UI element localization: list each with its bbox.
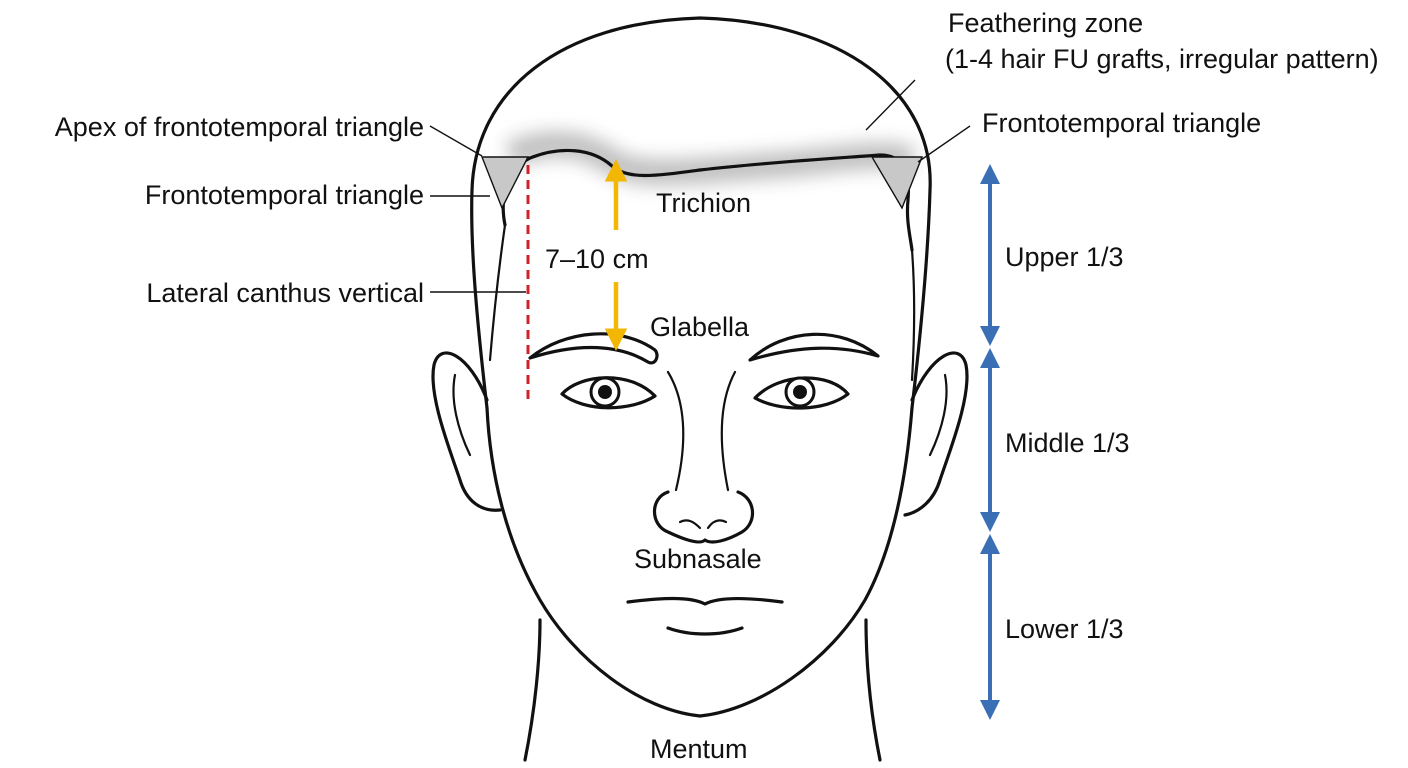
nose-bridge-left xyxy=(666,370,685,492)
right-eyebrow xyxy=(748,332,880,362)
neck-right xyxy=(864,618,882,762)
feathering-zone-label: Feathering zone xyxy=(948,8,1143,38)
lateral-canthus-label: Lateral canthus vertical xyxy=(146,278,424,308)
glabella-label: Glabella xyxy=(650,312,750,342)
right-pupil xyxy=(793,385,807,399)
frontotemporal-right-label: Frontotemporal triangle xyxy=(982,108,1261,138)
trichion-label: Trichion xyxy=(656,188,751,218)
nose-tip xyxy=(653,490,754,544)
mouth xyxy=(626,596,784,606)
mentum-label: Mentum xyxy=(650,734,748,764)
apex-frontotemporal-label: Apex of frontotemporal triangle xyxy=(55,112,424,142)
nostril-right xyxy=(706,519,728,530)
nostril-left xyxy=(678,519,702,530)
left-ear xyxy=(431,351,502,512)
subnasale-label: Subnasale xyxy=(634,544,762,574)
frontotemporal-triangle-right xyxy=(870,156,924,210)
right-eye xyxy=(753,376,850,410)
frontotemporal-triangle-left xyxy=(480,156,530,210)
leader-feathering xyxy=(865,79,916,131)
leader-apex xyxy=(429,125,483,157)
face-outline xyxy=(485,406,914,718)
left-eyebrow xyxy=(528,332,659,365)
lower-third-label: Lower 1/3 xyxy=(1005,614,1124,644)
nose-bridge-right xyxy=(720,370,737,492)
leader-frontotemporal-right xyxy=(917,125,971,163)
left-eye xyxy=(560,376,657,410)
head-outline xyxy=(470,16,932,410)
right-ear-inner xyxy=(928,373,948,457)
left-ear-inner xyxy=(452,373,472,457)
distance-label: 7–10 cm xyxy=(545,244,649,274)
frontotemporal-left-label: Frontotemporal triangle xyxy=(145,180,424,210)
right-ear xyxy=(903,351,969,517)
left-pupil xyxy=(598,385,612,399)
feathering-zone-detail: (1-4 hair FU grafts, irregular pattern) xyxy=(945,44,1379,74)
upper-third-label: Upper 1/3 xyxy=(1005,242,1124,272)
left-temple-hair-edge xyxy=(488,223,507,362)
middle-third-label: Middle 1/3 xyxy=(1005,428,1130,458)
neck-left xyxy=(523,618,542,762)
lower-lip xyxy=(666,626,744,636)
right-temple-hair-edge xyxy=(910,248,916,382)
